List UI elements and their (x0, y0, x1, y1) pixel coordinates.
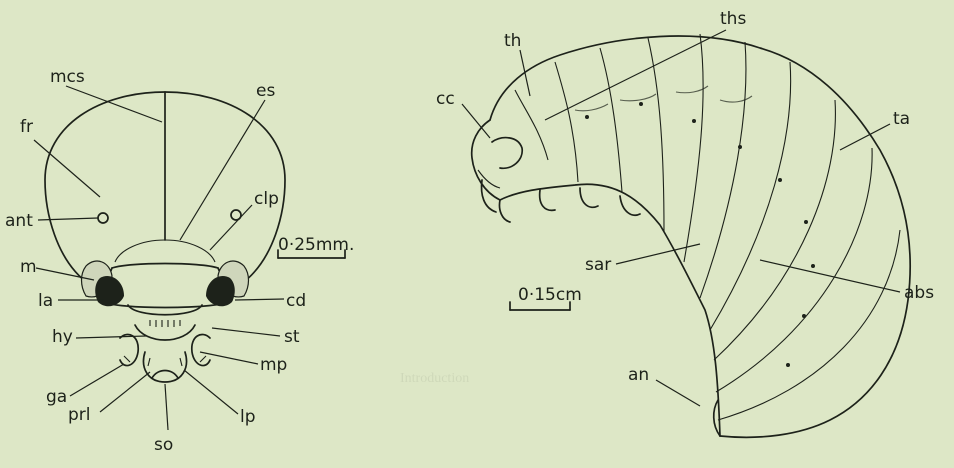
head-scale-label: 0·25mm. (278, 235, 354, 255)
label-lp: lp (240, 407, 256, 427)
bleed-through-text: Introduction (400, 371, 469, 386)
head-capsule-drawing (45, 92, 285, 382)
head-scale-bar: 0·25mm. (278, 235, 354, 258)
label-ta: ta (893, 109, 910, 129)
label-ga: ga (46, 387, 67, 407)
label-st: st (284, 327, 300, 347)
larva-scale-label: 0·15cm (518, 285, 582, 305)
label-th: th (504, 31, 521, 51)
label-cd: cd (286, 291, 306, 311)
label-la: la (38, 291, 53, 311)
larva-leader-lines (462, 30, 900, 406)
label-sar: sar (585, 255, 611, 275)
head-leader-lines (34, 86, 284, 430)
label-so: so (154, 435, 173, 455)
larva-scale-bar: 0·15cm (510, 285, 582, 310)
ghost-heading: Introduction (400, 371, 469, 386)
label-mp: mp (260, 355, 287, 375)
label-m: m (20, 257, 37, 277)
label-hy: hy (52, 327, 73, 347)
label-abs: abs (904, 283, 934, 303)
label-cc: cc (436, 89, 455, 109)
label-ant: ant (5, 211, 33, 231)
label-an: an (628, 365, 649, 385)
label-es: es (256, 81, 275, 101)
label-fr: fr (20, 117, 33, 137)
larva-drawing (472, 34, 910, 437)
label-clp: clp (254, 189, 279, 209)
label-ths: ths (720, 9, 746, 29)
label-mcs: mcs (50, 67, 85, 87)
label-prl: prl (68, 405, 91, 425)
